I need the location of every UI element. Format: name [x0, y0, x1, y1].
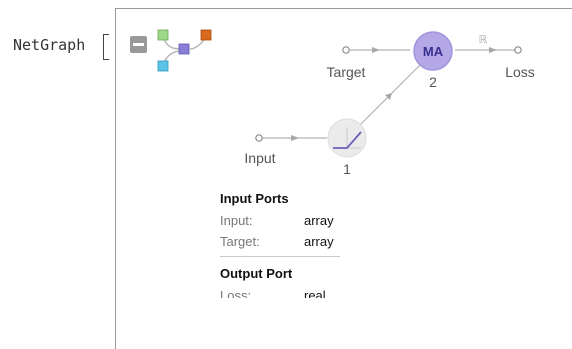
port-row-input: Input: array — [220, 210, 340, 231]
input-port-label: Input — [244, 150, 275, 166]
port-type: array — [304, 213, 334, 228]
port-type: array — [304, 234, 334, 249]
port-name: Target: — [220, 234, 260, 249]
divider — [220, 256, 340, 257]
target-port-label: Target — [327, 64, 366, 80]
arrow-head — [291, 135, 299, 141]
ramp-node-index: 1 — [343, 161, 351, 177]
port-info-panel: Input Ports Input: array Target: array O… — [220, 188, 340, 298]
ramp-icon — [333, 131, 362, 149]
output-port-heading: Output Port — [220, 266, 293, 281]
ma-node[interactable] — [413, 31, 453, 71]
port-name: Loss: — [220, 288, 252, 298]
input-port-dot[interactable] — [255, 134, 263, 142]
ma-node-label: MA — [423, 44, 444, 59]
thumb-orange-square — [200, 29, 212, 41]
thumb-green-square — [157, 29, 169, 41]
port-row-target: Target: array — [220, 231, 340, 252]
arrow-head — [489, 47, 497, 53]
net-graph-diagram: MA 2 1 Target Loss Input ℝ — [244, 31, 535, 177]
graph-thumbnail-icon[interactable] — [154, 27, 214, 72]
port-type: real — [304, 288, 326, 298]
ma-node-index: 2 — [429, 74, 437, 90]
thumb-purple-square — [178, 43, 190, 55]
netgraph-head: NetGraph — [13, 36, 86, 54]
input-ports-heading: Input Ports — [220, 191, 289, 206]
port-name: Input: — [220, 213, 253, 228]
real-type-symbol: ℝ — [479, 34, 488, 46]
loss-port-dot[interactable] — [514, 46, 522, 54]
target-port-dot[interactable] — [342, 46, 350, 54]
loss-port-label: Loss — [505, 64, 535, 80]
open-bracket — [103, 34, 109, 60]
thumb-cyan-square — [157, 60, 169, 72]
port-row-loss: Loss: real — [220, 285, 340, 298]
arrow-head — [385, 93, 392, 100]
netgraph-panel — [115, 8, 572, 349]
arrow-head — [372, 47, 380, 53]
collapse-button[interactable] — [130, 36, 147, 53]
